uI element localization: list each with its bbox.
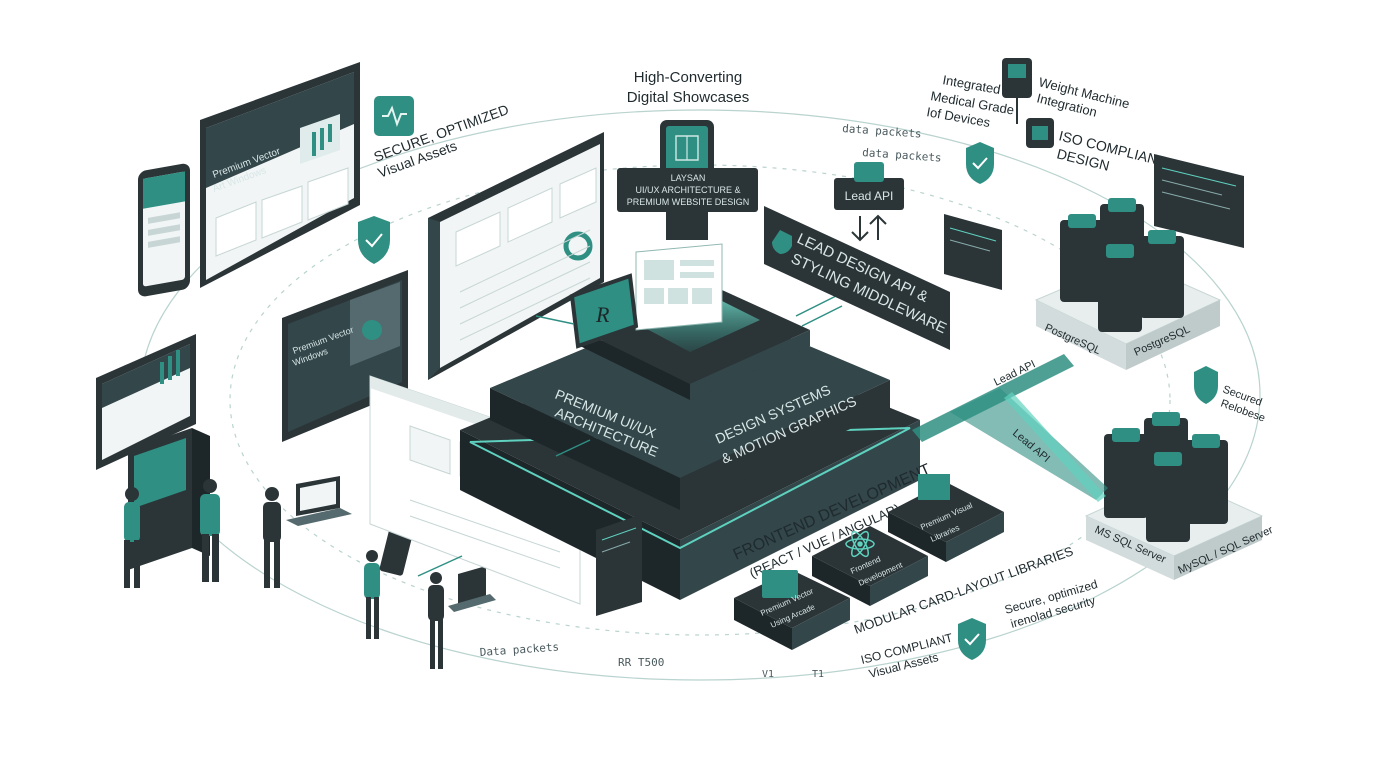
svg-text:R: R xyxy=(595,302,610,327)
lead-api-small-label: Lead API xyxy=(845,189,894,203)
heart-pulse-icon xyxy=(374,96,414,136)
laysan-sign-line1: LAYSAN xyxy=(671,173,706,183)
laysan-sign: LAYSAN UI/UX ARCHITECTURE & PREMIUM WEBS… xyxy=(617,168,758,212)
lead-api-small: Lead API xyxy=(834,162,904,242)
code-panel-3 xyxy=(596,514,642,616)
data-packets-top-2: data packets xyxy=(862,146,942,165)
showcase-title-line2: Digital Showcases xyxy=(627,89,750,106)
data-packets-bottom: Data packets xyxy=(479,640,559,659)
shield-check-icon-bottom xyxy=(958,618,986,660)
tablet-handheld xyxy=(379,528,413,576)
secured-badge xyxy=(1194,366,1218,404)
data-packets-v1: V1 xyxy=(762,669,774,680)
shield-check-icon xyxy=(358,216,390,264)
showcase-phone xyxy=(660,120,714,178)
folder-icon xyxy=(762,570,798,598)
laptop-small xyxy=(448,566,496,612)
laysan-sign-line3: PREMIUM WEBSITE DESIGN xyxy=(627,197,750,207)
laysan-sign-line2: UI/UX ARCHITECTURE & xyxy=(635,185,740,195)
mobile-phone-left xyxy=(138,163,190,297)
data-packets-t1: T1 xyxy=(812,669,824,680)
central-platform: R xyxy=(460,243,920,600)
kiosk xyxy=(128,428,210,570)
weight-machine-icon xyxy=(1002,58,1032,124)
react-atom-icon xyxy=(845,530,875,558)
lead-api-pipe xyxy=(912,354,1108,502)
shield-check-icon-top xyxy=(966,142,994,184)
module-card-1 xyxy=(734,570,850,650)
showcase-title-line1: High-Converting xyxy=(634,69,742,86)
code-panel-1 xyxy=(1154,154,1244,248)
lock-icon xyxy=(1026,118,1054,148)
lead-design-banner xyxy=(764,206,950,350)
tablet-far-left xyxy=(96,334,196,470)
database-cluster-1 xyxy=(1034,198,1222,370)
phone-stand xyxy=(666,212,708,240)
module-card-2 xyxy=(812,526,928,606)
code-panel-2 xyxy=(944,214,1002,290)
people-group-left xyxy=(124,479,444,669)
dashboard-window xyxy=(428,132,604,380)
flow-arrows xyxy=(417,295,843,577)
database-cluster-2 xyxy=(1084,412,1264,580)
module-card-3 xyxy=(888,474,1004,562)
data-packets-code: RR T500 xyxy=(618,656,664,669)
data-packets-top-1: data packets xyxy=(842,122,922,141)
monitor-premium-vector xyxy=(200,62,360,288)
laptop-left xyxy=(286,476,352,526)
